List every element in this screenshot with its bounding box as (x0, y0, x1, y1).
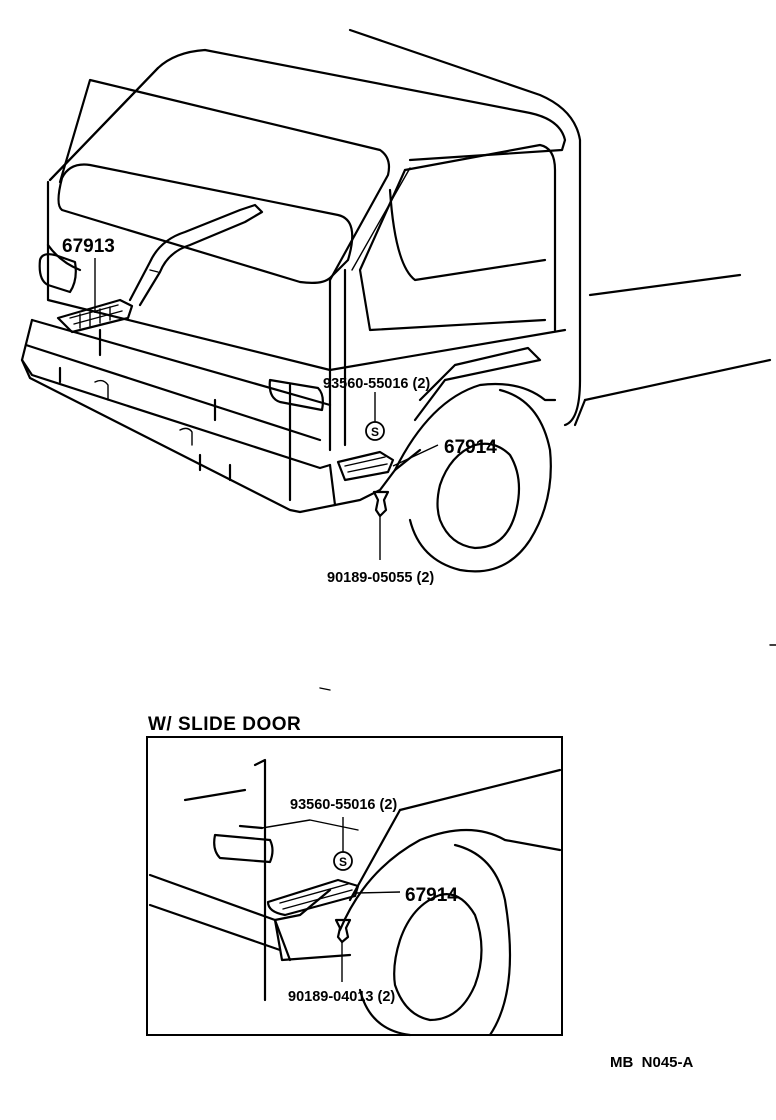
inset-frame (146, 736, 563, 1036)
step-plate-67914 (336, 450, 395, 482)
inset-title: W/ SLIDE DOOR (148, 714, 301, 735)
screw-symbol: S (365, 421, 385, 441)
label-93560-main: 93560-55016 (2) (323, 376, 430, 392)
leader-lines (94, 258, 439, 560)
inset-step-plate-67914 (266, 878, 360, 917)
label-67913: 67913 (62, 236, 115, 257)
label-67914-inset: 67914 (405, 885, 458, 906)
inset-vehicle-drawing (148, 758, 562, 1037)
svg-text:S: S (339, 855, 347, 869)
diagram-code: MB N045-A (610, 1054, 694, 1071)
inset-leader-lines (341, 817, 401, 982)
step-plate-67913 (56, 298, 134, 334)
inset-screw-symbol: S (333, 851, 353, 871)
clip-fastener (372, 490, 390, 518)
label-67914-main: 67914 (444, 437, 497, 458)
inset-clip-fastener (334, 918, 352, 944)
label-93560-inset: 93560-55016 (2) (290, 797, 397, 813)
label-90189-inset: 90189-04013 (2) (288, 989, 395, 1005)
label-90189-main: 90189-05055 (2) (327, 570, 434, 586)
vehicle-cab-drawing (20, 28, 776, 691)
svg-text:S: S (371, 425, 379, 439)
